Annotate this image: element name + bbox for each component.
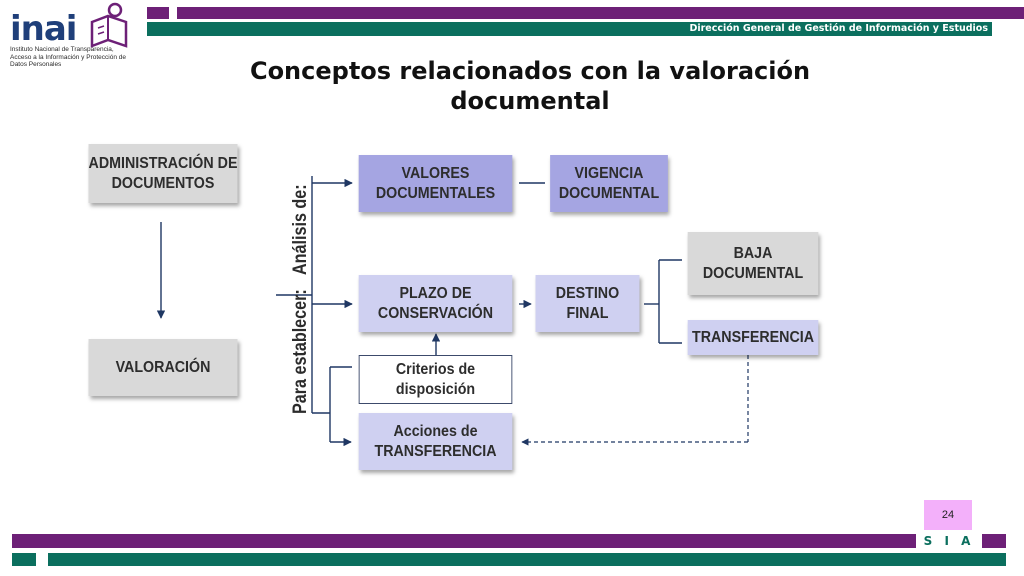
node-valores: VALORES DOCUMENTALES bbox=[358, 155, 513, 212]
header-purple-bar bbox=[177, 7, 1024, 19]
node-plazo: PLAZO DE CONSERVACIÓN bbox=[358, 275, 513, 332]
node-valoracion: VALORACIÓN bbox=[88, 339, 238, 396]
header-purple-square bbox=[147, 7, 169, 19]
footer-purple-bar bbox=[12, 534, 916, 548]
page-number-badge: 24 bbox=[924, 500, 972, 530]
node-acciones: Acciones de TRANSFERENCIA bbox=[358, 413, 513, 470]
footer-purple-square bbox=[982, 534, 1006, 548]
node-baja: BAJA DOCUMENTAL bbox=[687, 232, 819, 295]
footer-sia-label: S I A bbox=[918, 534, 980, 548]
node-criterios: Criterios de disposición bbox=[358, 355, 513, 404]
logo-subtitle: Instituto Nacional de Transparencia, Acc… bbox=[10, 46, 126, 68]
establecer-label: Para establecer: bbox=[290, 289, 311, 414]
node-transferencia: TRANSFERENCIA bbox=[687, 320, 819, 355]
header-green-bar bbox=[147, 22, 992, 36]
logo-reader-icon bbox=[90, 2, 128, 48]
node-destino: DESTINO FINAL bbox=[535, 275, 640, 332]
footer-green-bar bbox=[48, 553, 1006, 566]
page-title: Conceptos relacionados con la valoración… bbox=[249, 57, 811, 115]
footer-green-square bbox=[12, 553, 36, 566]
logo-wordmark: inai bbox=[10, 9, 77, 49]
node-vigencia: VIGENCIA DOCUMENTAL bbox=[550, 155, 668, 212]
department-label: Dirección General de Gestión de Informac… bbox=[689, 23, 988, 34]
analisis-label: Análisis de: bbox=[290, 184, 311, 275]
node-administracion: ADMINISTRACIÓN DE DOCUMENTOS bbox=[88, 144, 238, 203]
